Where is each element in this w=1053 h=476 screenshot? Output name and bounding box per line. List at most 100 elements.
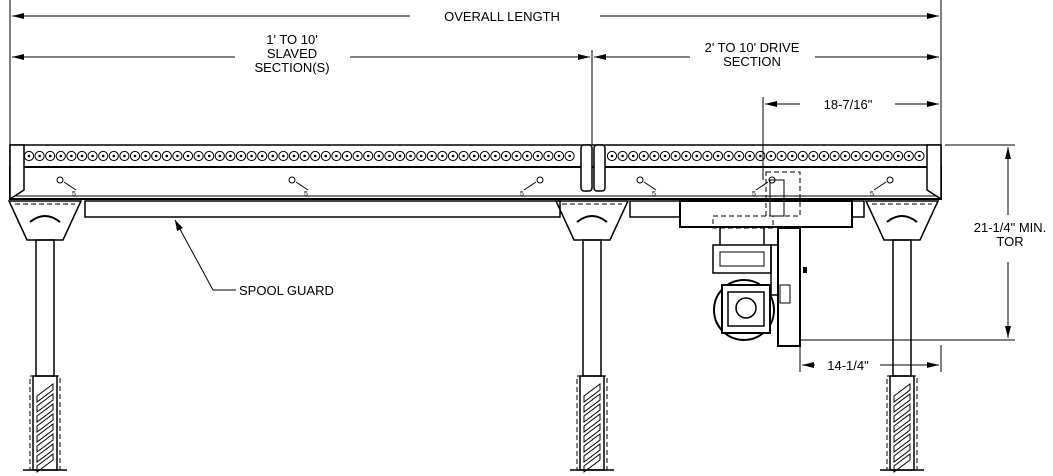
roller [903,150,914,162]
roller-axle [91,154,94,158]
roller-axle [335,154,338,158]
roller [447,150,459,162]
svg-text:5: 5 [304,191,308,198]
roller-axle [695,154,699,158]
roller [893,150,904,162]
roller [310,150,321,162]
side-frame: 5 5 5 5 5 5 [9,144,942,201]
roller [426,150,437,162]
svg-text:5: 5 [520,191,524,198]
roller [553,150,565,162]
roller [437,150,448,162]
support-stand [554,200,630,473]
roller-axle [769,154,773,158]
roller-axle [197,154,200,158]
roller [108,150,119,162]
roller [235,150,247,162]
roller-axle [918,154,921,158]
roller-axle [494,154,497,158]
roller [787,150,798,162]
roller-axle [812,154,815,158]
roller-axle [472,154,476,158]
roller [564,150,575,162]
dimension-14-1-4: 14-1/4" [799,340,942,373]
roller [797,150,808,162]
roller-axle [451,154,455,158]
roller [55,150,66,162]
roller-axle [674,154,677,158]
roller [119,150,130,162]
roller-axle [409,154,412,158]
roller [511,150,522,162]
roller [479,150,490,162]
roller [702,150,713,162]
roller [617,150,628,162]
roller [500,150,512,162]
tor-dimension: 21-1/4" MIN. TOR [800,144,1046,341]
roller [341,150,353,162]
roller-axle [801,154,805,158]
roller-axle [271,154,275,158]
roller [638,150,649,162]
roller [490,150,501,162]
roller-axle [621,154,624,158]
roller-axle [218,154,222,158]
tor-label-line2: TOR [996,234,1023,249]
svg-text:5: 5 [870,191,874,198]
roller-axle [239,154,243,158]
roller-axle [854,154,858,158]
overall-length-label: OVERALL LENGTH [444,9,560,24]
roller [76,150,88,162]
svg-text:5: 5 [752,191,756,198]
roller [808,150,819,162]
roller [532,150,543,162]
roller-axle [525,154,529,158]
roller-axle [260,154,264,158]
roller [649,150,660,162]
roller-axle [38,154,41,158]
roller-axle [419,154,423,158]
roller-axle [154,154,158,158]
roller-axle [462,154,465,158]
roller [66,150,77,162]
roller [861,150,872,162]
roller [225,150,236,162]
roller-axle [536,154,540,158]
roller-axle [324,154,328,158]
roller [840,150,851,162]
roller-axle [398,154,402,158]
roller-axle [790,154,794,158]
roller-axle [144,154,147,158]
roller [405,150,416,162]
roller [712,150,724,162]
roller-axle [483,154,487,158]
roller [172,150,183,162]
roller-axle [748,154,752,158]
roller [543,150,554,162]
roller-axle [292,154,296,158]
roller [98,150,109,162]
roller-axle [388,154,391,158]
roller [278,150,289,162]
roller [755,150,766,162]
roller-axle [716,154,720,158]
drive-section-dimension: 2' TO 10' DRIVE SECTION [594,40,939,69]
dim-14-label: 14-1/4" [827,358,869,373]
roller-axle [907,154,911,158]
roller-axle [27,154,31,158]
roller-axle [833,154,836,158]
roller [628,150,639,162]
support-stands [7,200,940,473]
roller-axle [515,154,518,158]
roller-axle [345,154,349,158]
roller-axle [504,154,508,158]
roller [829,150,840,162]
roller [818,150,830,162]
roller [182,150,194,162]
roller [352,150,363,162]
slaved-label-line2: SLAVED [267,46,317,61]
roller-axle [123,154,126,158]
roller-axle [843,154,847,158]
roller [765,150,777,162]
slaved-label-line1: 1' TO 10' [266,32,317,47]
